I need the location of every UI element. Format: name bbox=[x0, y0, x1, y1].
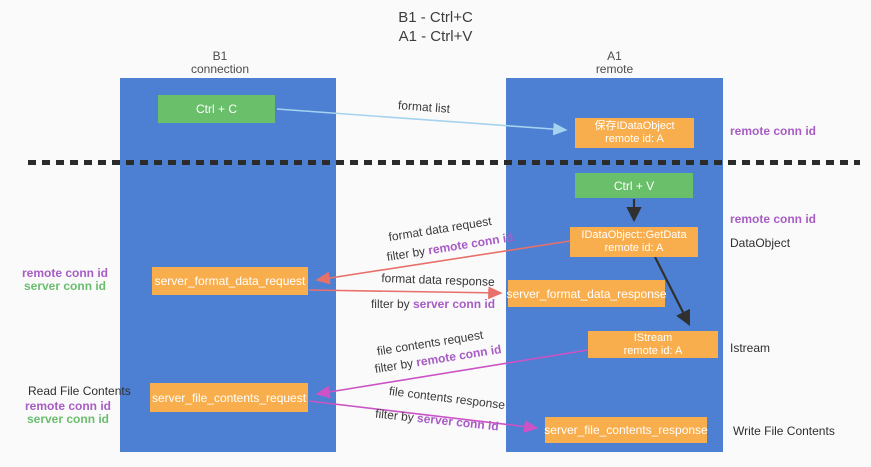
lane-a1-role: remote bbox=[595, 62, 634, 76]
lane-header-b1: B1 connection bbox=[120, 50, 320, 76]
getdata-box: IDataObject::GetData remote id: A bbox=[570, 227, 698, 257]
annotation-left-mid-conn-ids: remote conn id server conn id bbox=[22, 267, 108, 293]
getdata-line2: remote id: A bbox=[604, 242, 664, 254]
filter-by-prefix-4: filter by bbox=[374, 406, 418, 425]
page-title: B1 - Ctrl+C A1 - Ctrl+V bbox=[0, 8, 871, 46]
annotation-remote-conn-id-left-bot: remote conn id bbox=[25, 399, 112, 413]
filter-key-server-conn-id-2: server conn id bbox=[416, 410, 500, 434]
ctrl-v-label: Ctrl + V bbox=[613, 178, 655, 193]
save-dataobject-box: 保存IDataObject remote id: A bbox=[575, 118, 694, 148]
lane-b1-role: connection bbox=[190, 62, 250, 76]
label-format-data-response: format data response bbox=[381, 271, 495, 289]
annotation-server-conn-id-left-mid: server conn id bbox=[23, 279, 107, 293]
istream-box: IStream remote id: A bbox=[588, 331, 718, 358]
filter-key-server-conn-id-1: server conn id bbox=[412, 297, 496, 311]
phase-divider-dashed-line bbox=[28, 160, 860, 165]
istream-line1: IStream bbox=[633, 331, 673, 344]
annotation-remote-conn-id-right-top: remote conn id bbox=[730, 124, 817, 138]
label-format-list: format list bbox=[397, 98, 451, 116]
annotation-server-conn-id-left-bot: server conn id bbox=[26, 412, 110, 426]
label-file-contents-response: file contents response bbox=[388, 383, 506, 413]
annotation-istream: Istream bbox=[730, 341, 771, 355]
ctrl-c-box: Ctrl + C bbox=[158, 95, 275, 123]
annotation-dataobject: DataObject bbox=[730, 236, 791, 250]
label-filter-by-server-conn-id-2: filter by server conn id bbox=[375, 407, 500, 434]
title-line-1: B1 - Ctrl+C bbox=[398, 9, 473, 26]
lane-b1-name: B1 bbox=[212, 49, 228, 63]
server-format-data-response-box: server_format_data_response bbox=[506, 280, 667, 307]
save-dataobject-line2: remote id: A bbox=[605, 133, 664, 145]
server-file-contents-response-label: server_file_contents_response bbox=[544, 423, 708, 437]
server-format-data-request-box: server_format_data_request bbox=[152, 267, 308, 295]
lane-a1-name: A1 bbox=[607, 49, 622, 63]
server-format-data-response-label: server_format_data_response bbox=[506, 286, 667, 301]
getdata-line1: IDataObject::GetData bbox=[581, 229, 687, 241]
filter-by-prefix-1: filter by bbox=[385, 243, 430, 264]
istream-line2: remote id: A bbox=[623, 344, 683, 357]
arrow-format-data-response bbox=[308, 286, 503, 300]
server-file-contents-response-box: server_file_contents_response bbox=[544, 417, 708, 443]
annotation-read-file-contents: Read File Contents bbox=[28, 384, 131, 398]
server-format-data-request-label: server_format_data_request bbox=[154, 274, 306, 288]
annotation-write-file-contents: Write File Contents bbox=[733, 424, 835, 438]
lane-header-a1: A1 remote bbox=[506, 50, 723, 76]
save-dataobject-line1: 保存IDataObject bbox=[594, 120, 675, 132]
annotation-remote-conn-id-right-mid: remote conn id bbox=[730, 212, 817, 226]
annotation-remote-conn-id-left-mid: remote conn id bbox=[22, 266, 109, 280]
filter-by-prefix-2: filter by bbox=[370, 297, 413, 311]
ctrl-c-label: Ctrl + C bbox=[195, 102, 237, 116]
label-filter-by-server-conn-id-1: filter by server conn id bbox=[371, 297, 495, 311]
ctrl-v-box: Ctrl + V bbox=[575, 173, 693, 198]
server-file-contents-request-label: server_file_contents_request bbox=[151, 390, 307, 405]
filter-by-prefix-3: filter by bbox=[373, 355, 418, 376]
title-line-2: A1 - Ctrl+V bbox=[398, 28, 473, 45]
server-file-contents-request-box: server_file_contents_request bbox=[150, 383, 308, 412]
annotation-left-bot-conn-ids: remote conn id server conn id bbox=[25, 400, 111, 426]
